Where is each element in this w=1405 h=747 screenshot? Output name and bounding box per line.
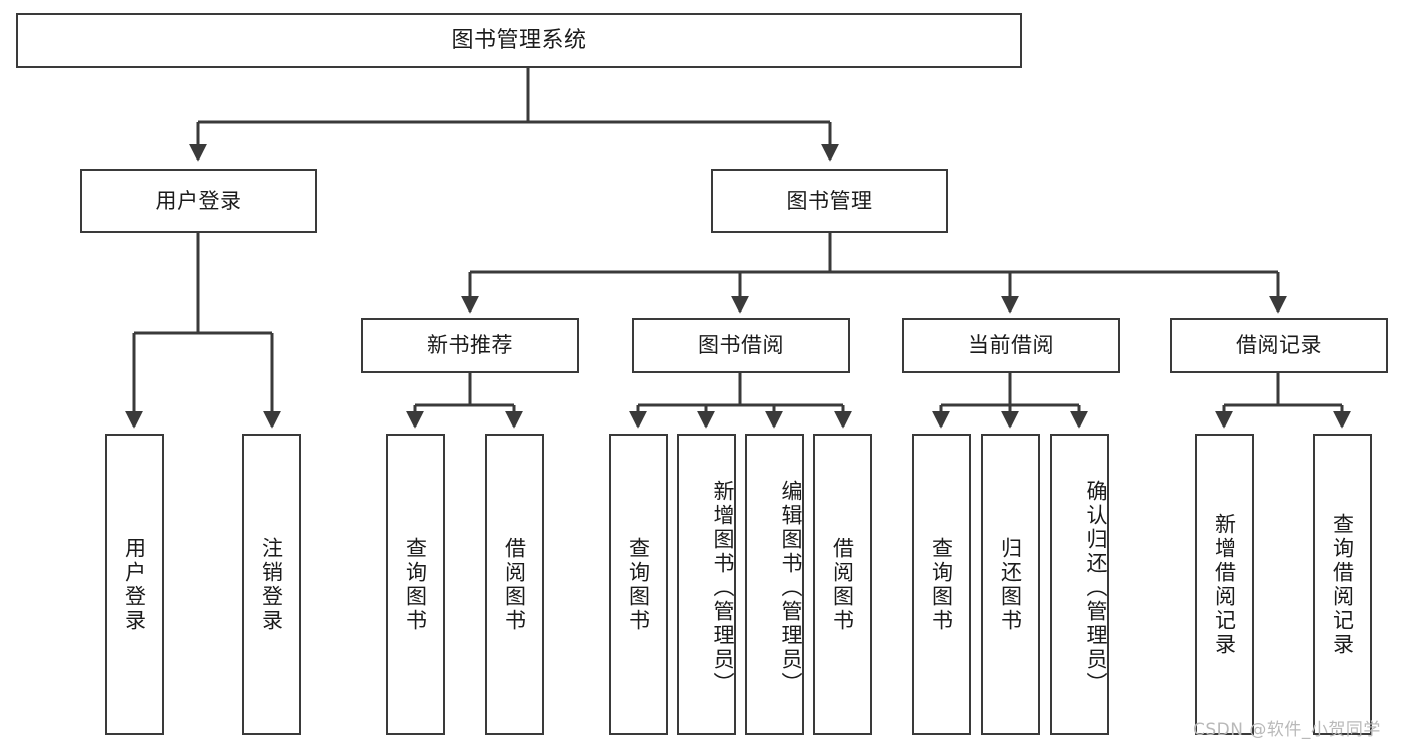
node-book-borrow-label: 图书借阅	[698, 333, 784, 358]
leaf-user-login-2[interactable]: 注销登录	[242, 434, 301, 735]
leaf-book-borrow-3[interactable]: 编辑图书（管理员）	[745, 434, 804, 735]
node-root[interactable]: 图书管理系统	[16, 13, 1022, 68]
leaf-new-book-1-label: 查询图书	[403, 536, 428, 633]
leaf-user-login-2-label: 注销登录	[259, 536, 284, 633]
leaf-borrow-record-1-label: 新增借阅记录	[1212, 512, 1237, 657]
leaf-borrow-record-1[interactable]: 新增借阅记录	[1195, 434, 1254, 735]
leaf-new-book-1[interactable]: 查询图书	[386, 434, 445, 735]
leaf-current-borrow-2[interactable]: 归还图书	[981, 434, 1040, 735]
node-new-book-recommend-label: 新书推荐	[427, 333, 513, 358]
node-user-login[interactable]: 用户登录	[80, 169, 317, 233]
leaf-user-login-1[interactable]: 用户登录	[105, 434, 164, 735]
leaf-user-login-1-label: 用户登录	[122, 536, 147, 633]
leaf-book-borrow-3-label: 编辑图书（管理员）	[779, 479, 803, 696]
watermark-text: CSDN @软件_小贺同学	[1193, 720, 1381, 740]
leaf-new-book-2-label: 借阅图书	[502, 536, 527, 633]
node-book-borrow[interactable]: 图书借阅	[632, 318, 850, 373]
leaf-book-borrow-1-label: 查询图书	[626, 536, 651, 633]
leaf-book-borrow-4-label: 借阅图书	[830, 536, 855, 633]
leaf-book-borrow-1[interactable]: 查询图书	[609, 434, 668, 735]
node-book-manage-label: 图书管理	[786, 188, 873, 213]
node-book-manage[interactable]: 图书管理	[711, 169, 948, 233]
leaf-borrow-record-2[interactable]: 查询借阅记录	[1313, 434, 1372, 735]
node-new-book-recommend[interactable]: 新书推荐	[361, 318, 579, 373]
leaf-borrow-record-2-label: 查询借阅记录	[1330, 512, 1355, 657]
leaf-current-borrow-1-label: 查询图书	[929, 536, 954, 633]
leaf-current-borrow-3[interactable]: 确认归还（管理员）	[1050, 434, 1109, 735]
node-root-label: 图书管理系统	[451, 27, 587, 53]
leaf-current-borrow-1[interactable]: 查询图书	[912, 434, 971, 735]
leaf-book-borrow-2[interactable]: 新增图书（管理员）	[677, 434, 736, 735]
node-current-borrow[interactable]: 当前借阅	[902, 318, 1120, 373]
node-borrow-record[interactable]: 借阅记录	[1170, 318, 1388, 373]
node-current-borrow-label: 当前借阅	[968, 333, 1054, 358]
leaf-current-borrow-2-label: 归还图书	[998, 536, 1023, 633]
leaf-current-borrow-3-label: 确认归还（管理员）	[1084, 479, 1108, 696]
leaf-book-borrow-2-label: 新增图书（管理员）	[711, 479, 735, 696]
node-borrow-record-label: 借阅记录	[1236, 333, 1322, 358]
leaf-new-book-2[interactable]: 借阅图书	[485, 434, 544, 735]
node-user-login-label: 用户登录	[155, 188, 242, 213]
leaf-book-borrow-4[interactable]: 借阅图书	[813, 434, 872, 735]
